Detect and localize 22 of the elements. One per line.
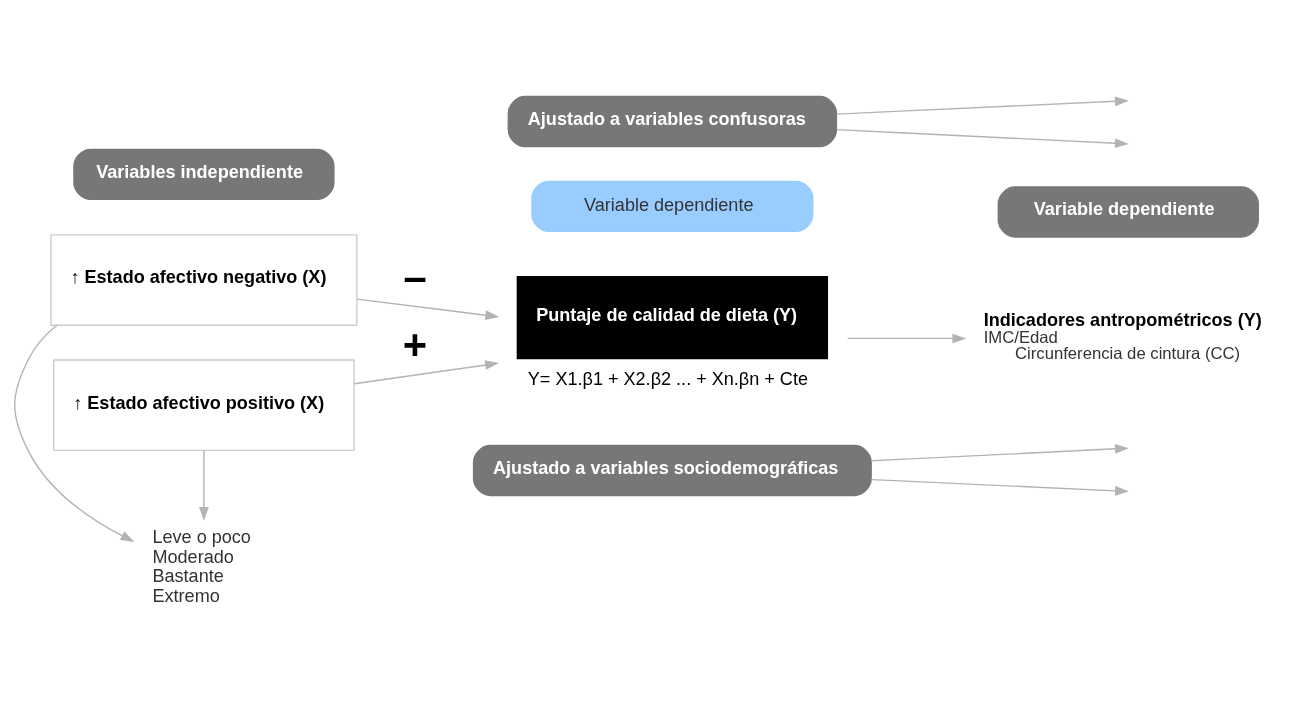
arrow <box>870 443 1129 462</box>
arrow <box>846 333 967 344</box>
node-box: Ajustado a variables confusoras <box>507 95 838 148</box>
arrow <box>199 449 209 521</box>
arrow <box>836 128 1129 149</box>
node-text: Indicadores antropométricos (Y) IMC/Edad Circunferencia de cintura (CC) <box>983 309 1262 364</box>
node-box: Variables independiente <box>73 148 335 201</box>
node-box: Puntaje de calidad de dieta (Y) <box>516 275 829 360</box>
arrow <box>836 96 1129 115</box>
node-box: Variable dependiente <box>997 186 1259 238</box>
arrow <box>353 360 500 385</box>
node-box: ↑ Estado afectivo negativo (X) <box>50 234 358 326</box>
arrow <box>356 298 500 320</box>
arrow <box>870 478 1129 496</box>
node-label: Y= X1.β1 + X2.β2 ... + Xn.βn + Cte <box>527 368 808 389</box>
arrow <box>14 324 135 542</box>
node-box: Ajustado a variables sociodemográficas <box>472 444 872 497</box>
node-box: Variable dependiente <box>531 180 814 233</box>
node-box: ↑ Estado afectivo positivo (X) <box>53 359 355 452</box>
node-text: Leve o poco Moderado Bastante Extremo <box>152 527 251 606</box>
edge-label: – <box>403 253 427 301</box>
edge-label: + <box>402 321 428 369</box>
